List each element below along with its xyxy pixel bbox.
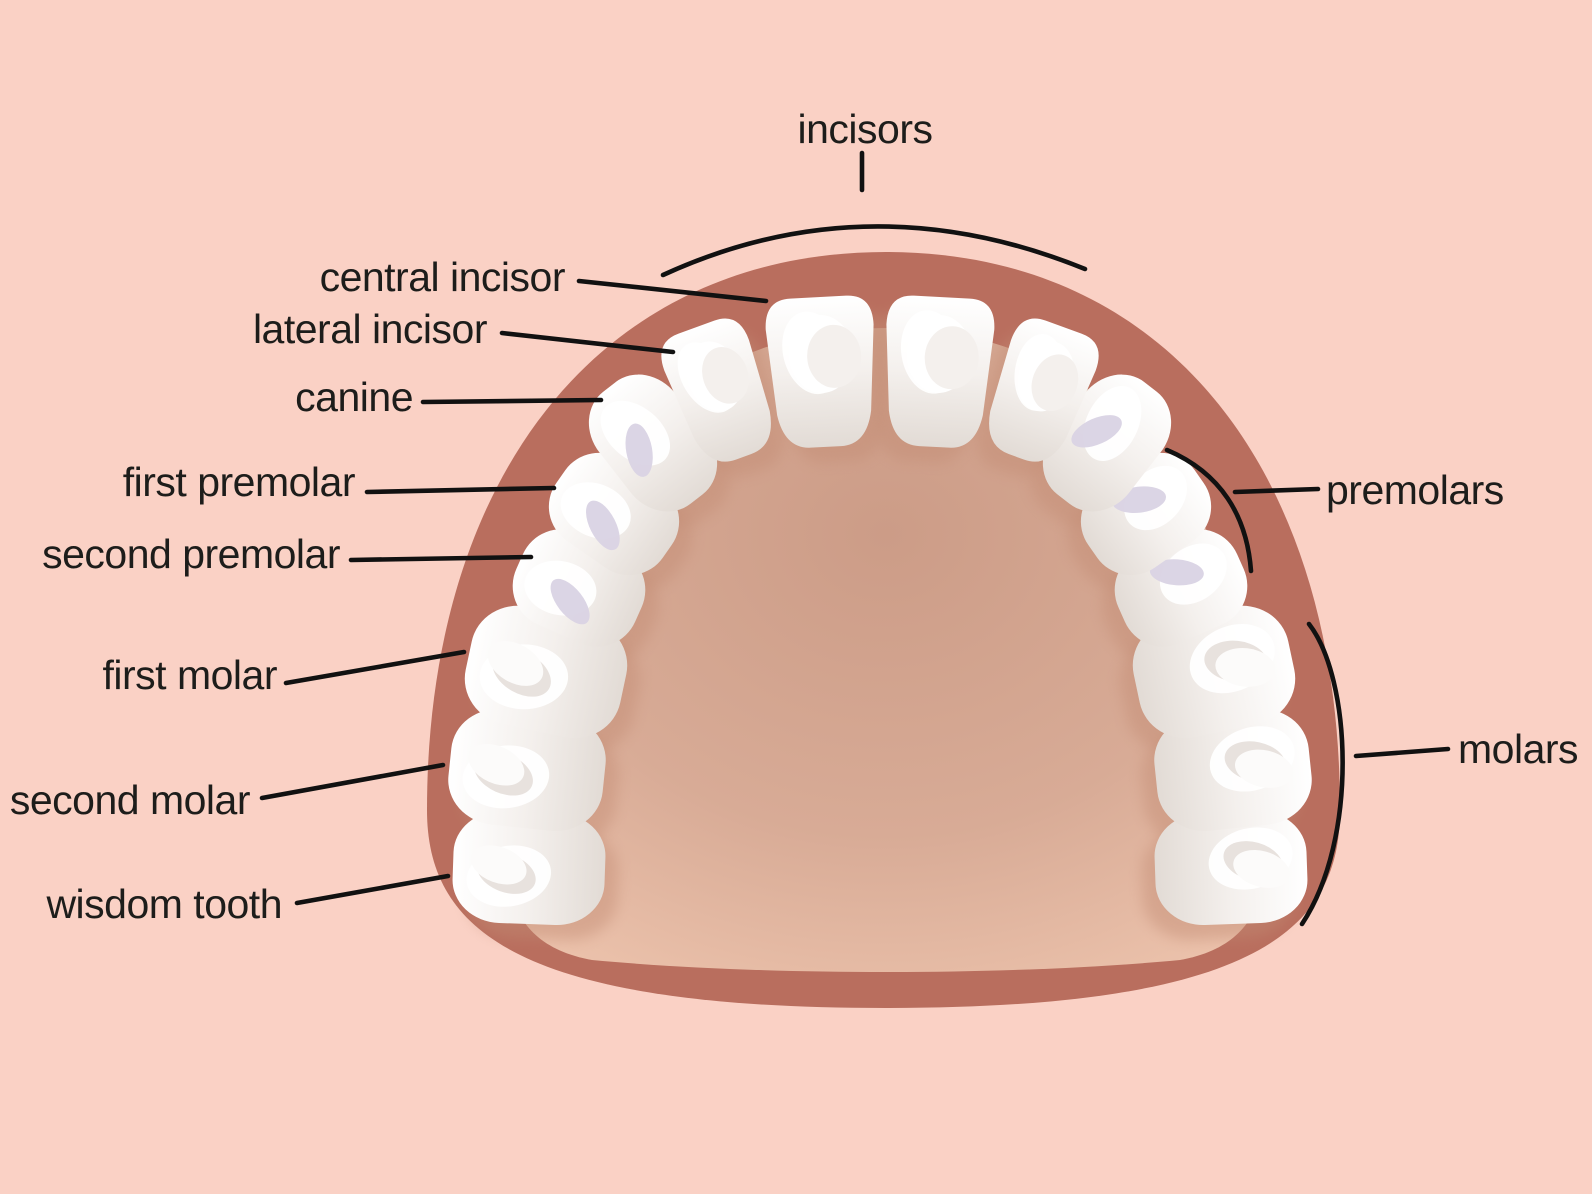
- premolars-bracket-stem: [1232, 486, 1321, 495]
- tooth-second-molar-right: [1154, 708, 1312, 832]
- leader-line-first-premolar: [364, 485, 557, 495]
- label-first-molar: first molar: [103, 652, 277, 698]
- leader-line-central-incisor: [576, 278, 769, 304]
- label-premolars: premolars: [1326, 467, 1504, 513]
- leader-lines: [259, 150, 1451, 927]
- leader-line-wisdom-tooth: [294, 873, 451, 906]
- leader-line-second-molar: [259, 762, 446, 801]
- labels: incisors central incisor lateral incisor…: [10, 106, 1579, 927]
- label-molars: molars: [1458, 726, 1578, 772]
- leader-line-lateral-incisor: [499, 330, 676, 355]
- tooth-wisdom-tooth-left: [452, 811, 606, 925]
- label-canine: canine: [295, 374, 413, 420]
- label-second-premolar: second premolar: [42, 531, 340, 577]
- molars-bracket-arc: [1299, 621, 1345, 927]
- premolars-bracket-arc: [1164, 447, 1254, 574]
- tooth-lateral-incisor-left: [661, 318, 771, 462]
- incisors-bracket-arc: [660, 224, 1088, 278]
- leader-line-second-premolar: [348, 554, 534, 563]
- label-lateral-incisor: lateral incisor: [253, 306, 487, 352]
- tooth-wisdom-tooth-right: [1154, 811, 1308, 925]
- tooth-canine-left: [588, 374, 718, 512]
- leader-line-first-molar: [283, 649, 467, 686]
- teeth-arch: [448, 295, 1312, 925]
- tooth-central-incisor-right: [886, 295, 995, 448]
- label-incisors: incisors: [798, 106, 933, 152]
- label-second-molar: second molar: [10, 777, 250, 823]
- label-wisdom-tooth: wisdom tooth: [45, 881, 282, 927]
- leader-line-canine: [420, 397, 604, 405]
- tooth-second-molar-left: [448, 708, 606, 832]
- tooth-lateral-incisor-right: [989, 318, 1099, 462]
- label-central-incisor: central incisor: [320, 254, 565, 300]
- molars-bracket-stem: [1353, 746, 1451, 759]
- tooth-central-incisor-left: [765, 295, 874, 448]
- label-first-premolar: first premolar: [123, 459, 355, 505]
